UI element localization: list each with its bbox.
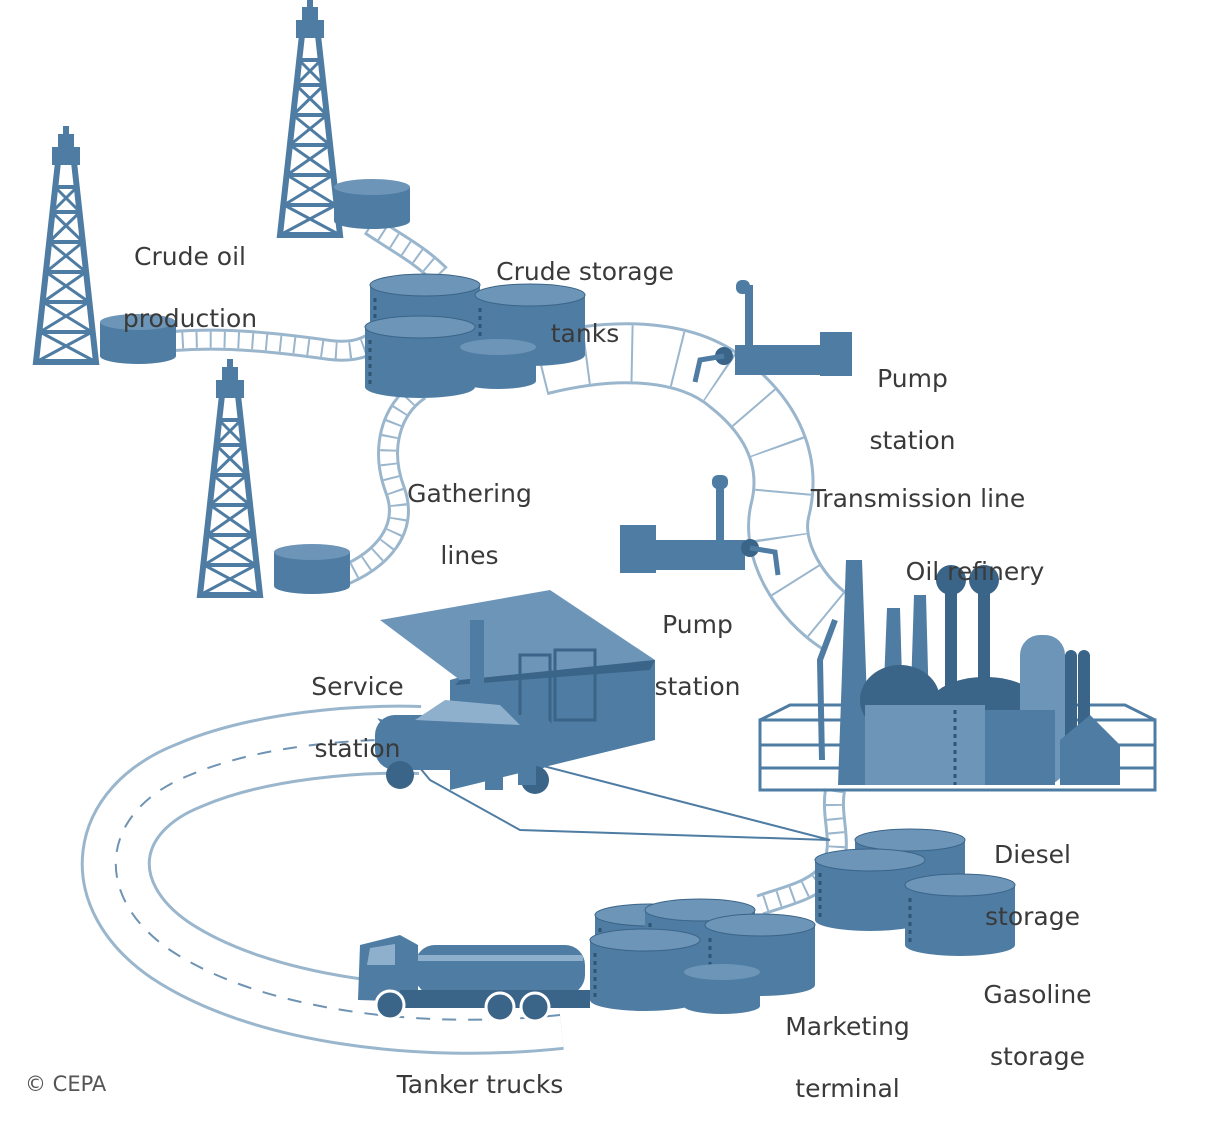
tanker-truck-graphic bbox=[358, 935, 590, 1023]
label-crude-oil-production: Crude oil production bbox=[122, 242, 258, 333]
road bbox=[80, 704, 564, 1055]
label-oil-refinery: Oil refinery bbox=[905, 557, 1045, 586]
label-pump-station-top: Pump station bbox=[869, 364, 956, 455]
oil-supply-chain-diagram bbox=[0, 0, 1157, 1055]
oil-refinery-graphic bbox=[758, 560, 1157, 792]
pump-station-mid-graphic bbox=[620, 475, 781, 576]
label-tanker-trucks: Tanker trucks bbox=[396, 1070, 564, 1099]
service-station-graphic bbox=[375, 590, 831, 841]
label-marketing-terminal: Marketing terminal bbox=[785, 1012, 910, 1103]
label-diesel-storage: Diesel storage bbox=[985, 840, 1080, 931]
oil-derrick-middle bbox=[200, 359, 350, 595]
transmission-pipeline bbox=[532, 322, 858, 652]
label-pump-station-mid: Pump station bbox=[654, 610, 741, 701]
label-gathering-lines: Gathering lines bbox=[407, 479, 532, 570]
oil-derrick-top bbox=[280, 0, 410, 235]
label-service-station: Service station bbox=[311, 672, 404, 763]
pump-station-top-graphic bbox=[692, 280, 852, 383]
label-transmission-line: Transmission line bbox=[810, 484, 1026, 513]
label-crude-storage-tanks: Crude storage tanks bbox=[496, 257, 674, 348]
copyright-credit: © CEPA bbox=[25, 1072, 107, 1096]
label-gasoline-storage: Gasoline storage bbox=[983, 980, 1092, 1071]
